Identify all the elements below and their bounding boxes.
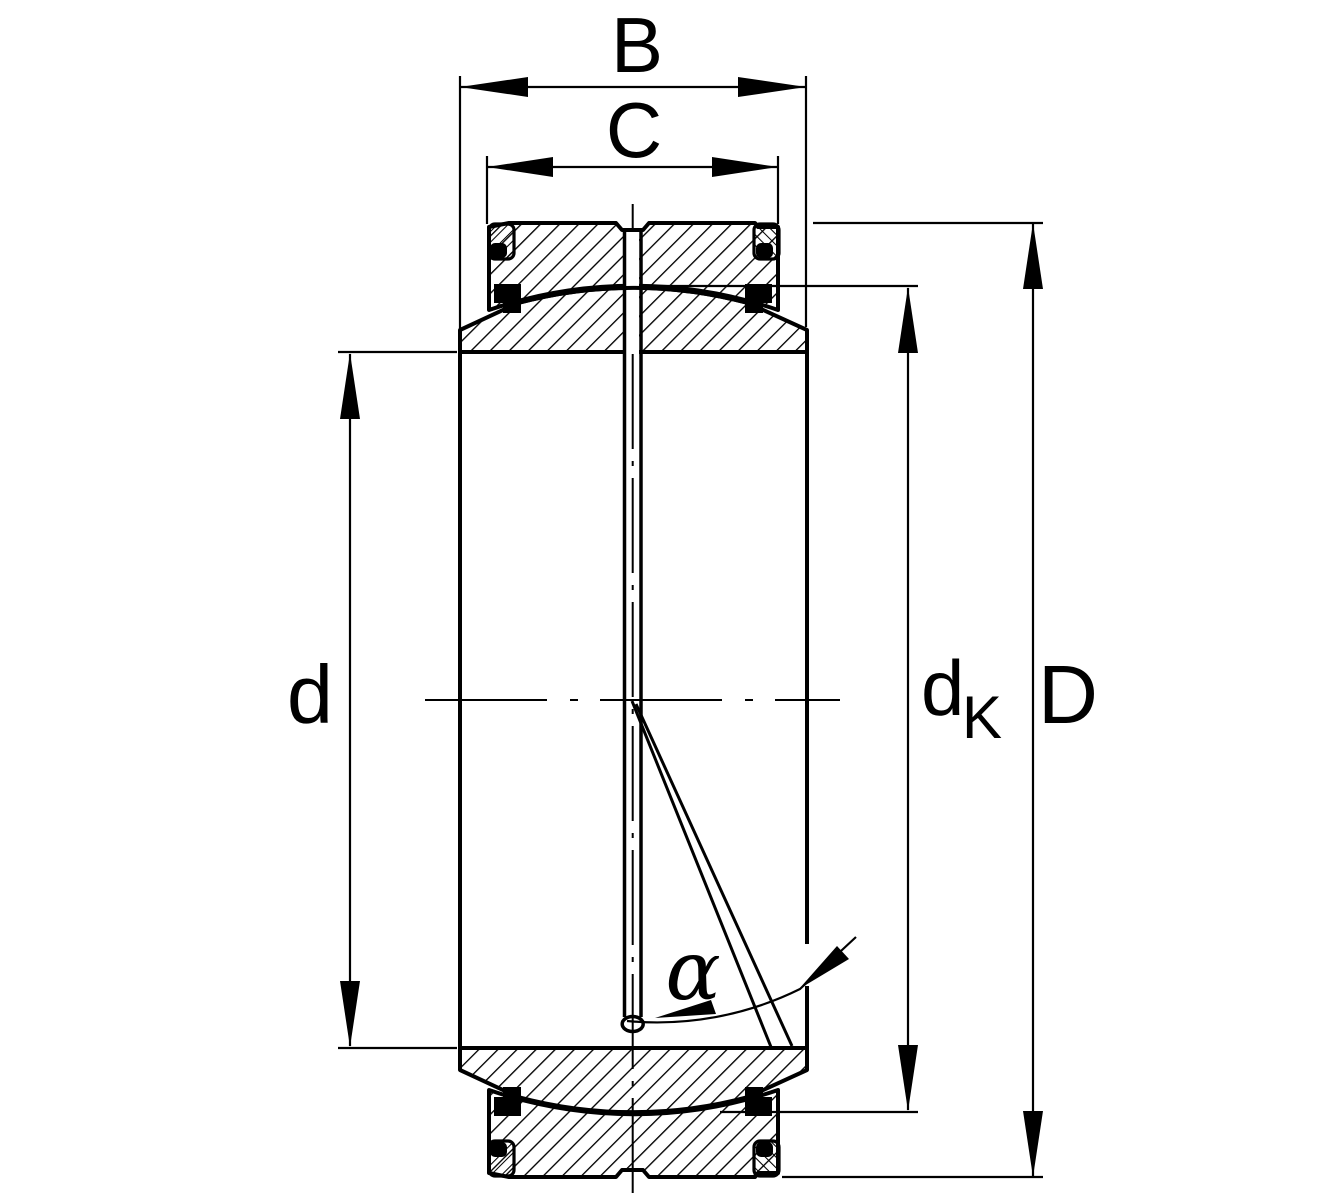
- arrow-D-bottom: [1023, 1111, 1043, 1177]
- arrow-b-right: [738, 77, 806, 97]
- label-D: D: [1038, 648, 1098, 741]
- seal-lip-blob-top-left: [490, 243, 507, 258]
- arrow-alpha-right: [799, 946, 849, 989]
- tilted-axis-lines: [630, 700, 794, 1048]
- label-b: B: [611, 1, 663, 89]
- seal-lip-blob-top-right: [756, 243, 773, 258]
- seals: [487, 222, 781, 1178]
- label-alpha: α: [665, 924, 720, 1019]
- arrow-dk-bottom: [898, 1045, 918, 1111]
- dimension-arrowheads: [340, 77, 1043, 1177]
- seal-contact-top-left: [494, 284, 521, 313]
- arrow-d-bottom: [340, 981, 360, 1047]
- seal-lip-blob-bottom-right: [756, 1142, 773, 1157]
- label-dk: d: [921, 644, 964, 732]
- seal-contact-bottom-right: [745, 1087, 772, 1116]
- arrow-c-left: [487, 157, 553, 177]
- lubrication-hole-walls: [622, 230, 643, 1017]
- arrow-alpha-left: [655, 1000, 716, 1018]
- label-c: C: [606, 86, 662, 174]
- seal-contact-bottom-left: [494, 1087, 521, 1116]
- arrow-dk-top: [898, 287, 918, 353]
- dimension-labels: B C d d K D α: [287, 1, 1098, 1019]
- arrow-c-right: [712, 157, 778, 177]
- arrow-b-left: [460, 77, 528, 97]
- arrow-D-top: [1023, 223, 1043, 289]
- centerlines: [425, 204, 840, 1198]
- seal-contact-top-right: [745, 284, 772, 313]
- sphere-contour-top: [517, 285, 749, 305]
- label-dk-subscript: K: [962, 684, 1002, 751]
- seal-lip-blob-bottom-left: [490, 1142, 507, 1157]
- label-d: d: [287, 648, 333, 741]
- alpha-arc: [626, 936, 857, 1024]
- arrow-d-top: [340, 353, 360, 419]
- lubrication-hole-gap: [626, 231, 639, 354]
